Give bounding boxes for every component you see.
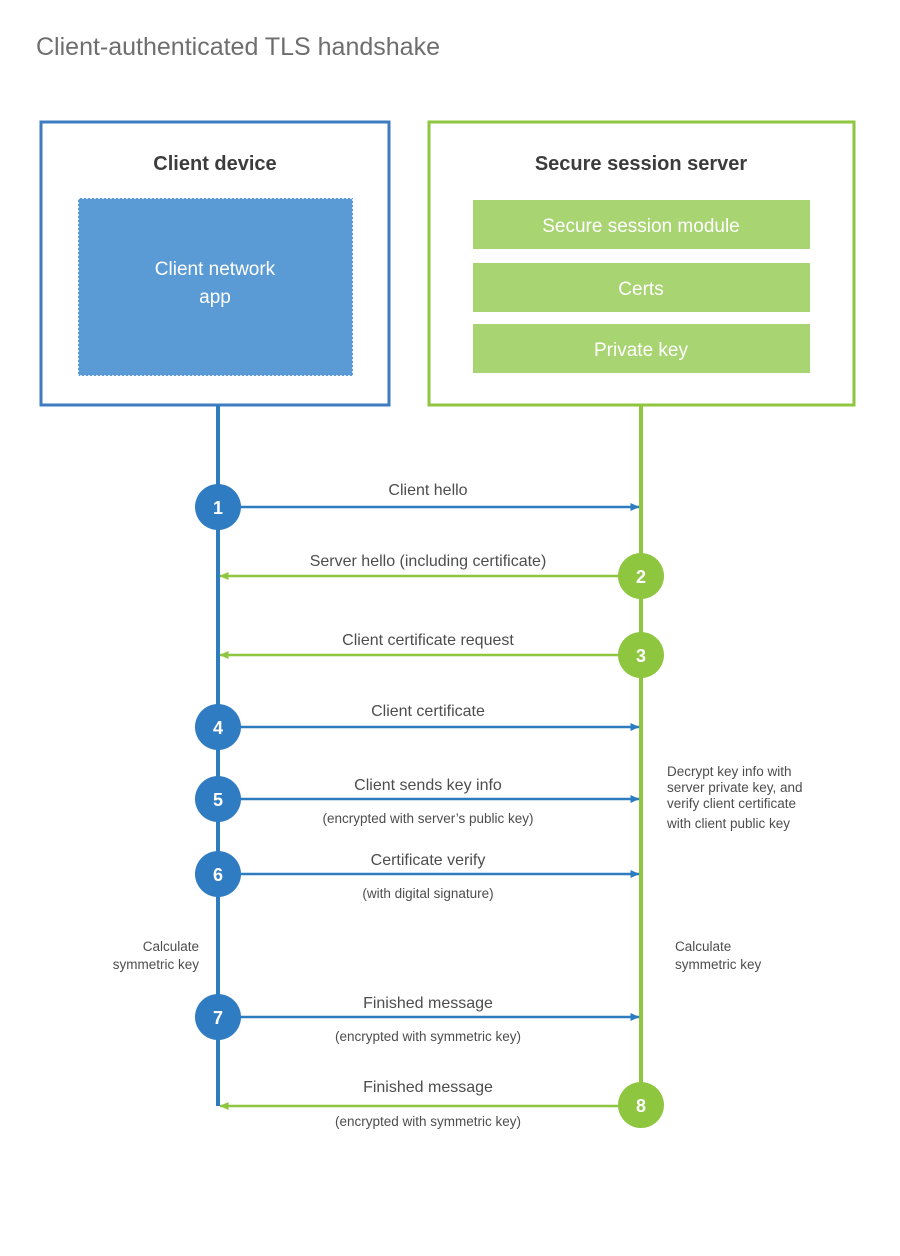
- server-module-label-2: Private key: [594, 340, 688, 361]
- step-6-marker: [195, 851, 241, 897]
- client-calc-line-2: symmetric key: [113, 957, 200, 972]
- step-2-marker: [618, 553, 664, 599]
- server-module-label-1: Certs: [618, 279, 663, 300]
- step-8-label: Finished message: [363, 1079, 493, 1096]
- server-decrypt-line-4: with client public key: [666, 816, 790, 831]
- client-network-app-label-line2: app: [199, 287, 231, 308]
- step-4-marker: [195, 704, 241, 750]
- step-8-number: 8: [636, 1096, 646, 1116]
- step-3-label: Client certificate request: [342, 632, 514, 649]
- server-decrypt-line-3: verify client certificate: [667, 796, 796, 811]
- step-2-group: Server hello (including certificate) 2: [219, 553, 664, 599]
- client-network-app-box: [77, 197, 354, 377]
- step-5-marker: [195, 776, 241, 822]
- server-module-box-1: [473, 263, 810, 312]
- step-7-sublabel: (encrypted with symmetric key): [335, 1029, 521, 1044]
- step-1-group: Client hello 1: [195, 482, 640, 530]
- step-7-group: Finished message (encrypted with symmetr…: [195, 994, 640, 1044]
- step-2-label: Server hello (including certificate): [310, 553, 547, 570]
- server-module-label-0: Secure session module: [542, 216, 740, 237]
- step-4-number: 4: [213, 718, 223, 738]
- step-4-label: Client certificate: [371, 703, 485, 720]
- step-4-group: Client certificate 4: [195, 703, 640, 750]
- step-2-number: 2: [636, 567, 646, 587]
- step-6-sublabel: (with digital signature): [362, 886, 493, 901]
- client-device-title: Client device: [153, 153, 276, 175]
- secure-session-server-panel: Secure session server Secure session mod…: [427, 120, 856, 407]
- client-calculate-symmetric-key-annotation: Calculate symmetric key: [113, 939, 200, 972]
- step-3-group: Client certificate request 3: [219, 632, 664, 678]
- step-6-number: 6: [213, 865, 223, 885]
- step-8-group: Finished message (encrypted with symmetr…: [219, 1079, 664, 1129]
- step-5-number: 5: [213, 790, 223, 810]
- server-calc-line-2: symmetric key: [675, 957, 762, 972]
- step-1-label: Client hello: [388, 482, 467, 499]
- server-decrypt-annotation: Decrypt key info with server private key…: [666, 764, 803, 831]
- step-8-sublabel: (encrypted with symmetric key): [335, 1114, 521, 1129]
- server-module-box-0: [473, 200, 810, 249]
- step-1-number: 1: [213, 498, 223, 518]
- step-7-number: 7: [213, 1008, 223, 1028]
- server-calc-line-1: Calculate: [675, 939, 731, 954]
- secure-session-server-title: Secure session server: [535, 153, 748, 175]
- step-6-group: Certificate verify (with digital signatu…: [195, 851, 640, 901]
- step-3-number: 3: [636, 646, 646, 666]
- step-5-sublabel: (encrypted with server’s public key): [322, 811, 533, 826]
- step-5-group: Client sends key info (encrypted with se…: [195, 776, 640, 826]
- step-1-marker: [195, 484, 241, 530]
- page-title: Client-authenticated TLS handshake: [36, 33, 440, 61]
- server-decrypt-line-1: Decrypt key info with: [667, 764, 792, 779]
- client-network-app-label-line1: Client network: [155, 259, 276, 280]
- server-decrypt-line-2: server private key, and: [667, 780, 803, 795]
- client-device-panel: Client device Client network app: [39, 120, 391, 407]
- server-calculate-symmetric-key-annotation: Calculate symmetric key: [675, 939, 762, 972]
- step-3-marker: [618, 632, 664, 678]
- step-6-label: Certificate verify: [371, 852, 486, 869]
- step-8-marker: [618, 1082, 664, 1128]
- client-calc-line-1: Calculate: [143, 939, 199, 954]
- step-5-label: Client sends key info: [354, 777, 502, 794]
- step-7-label: Finished message: [363, 995, 493, 1012]
- step-7-marker: [195, 994, 241, 1040]
- server-module-box-2: [473, 324, 810, 373]
